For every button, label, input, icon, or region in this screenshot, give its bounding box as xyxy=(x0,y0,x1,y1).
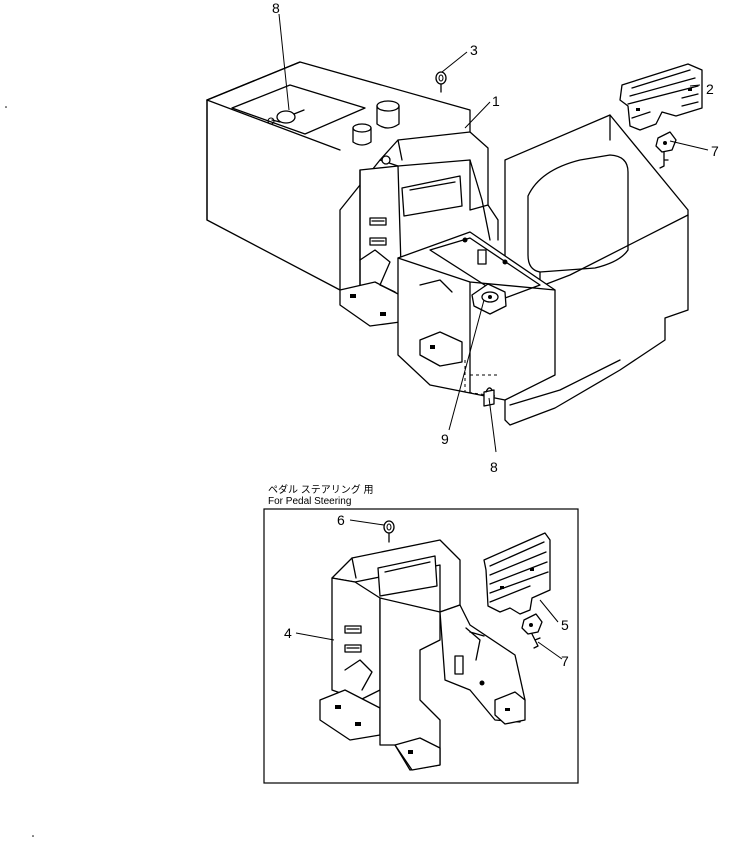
callout-9: 9 xyxy=(441,431,449,447)
callouts-inset: 6 4 5 7 xyxy=(284,512,569,669)
inset-console-tower xyxy=(319,539,526,771)
main-assembly: 8 3 1 2 7 9 8 xyxy=(5,0,719,837)
callout-6: 6 xyxy=(337,512,345,528)
leader-lines-main xyxy=(278,13,709,453)
callout-1: 1 xyxy=(492,93,500,109)
callout-8-bottom: 8 xyxy=(490,459,498,475)
inset-caption-en: For Pedal Steering xyxy=(268,496,351,507)
console-tower xyxy=(339,131,499,327)
callout-4: 4 xyxy=(284,625,292,641)
inset-caption-jp: ペダル ステアリング 用 xyxy=(268,483,374,496)
inset-ring-bolt xyxy=(383,520,395,543)
inset-key xyxy=(521,613,543,649)
inset-frame xyxy=(263,508,579,784)
callout-8-top: 8 xyxy=(272,0,280,16)
callout-3: 3 xyxy=(470,42,478,58)
cover-plate xyxy=(619,63,703,131)
lower-tray xyxy=(397,231,556,407)
leader-lines-inset xyxy=(295,519,563,660)
pedal-steering-inset: ペダル ステアリング 用 For Pedal Steering xyxy=(263,483,579,784)
callout-7-inset: 7 xyxy=(561,653,569,669)
callout-2: 2 xyxy=(706,81,714,97)
callouts-main: 8 3 1 2 7 9 8 xyxy=(272,0,719,475)
callout-5: 5 xyxy=(561,617,569,633)
fuel-tank xyxy=(206,61,471,291)
callout-7-top: 7 xyxy=(711,143,719,159)
ring-bolt xyxy=(435,71,447,93)
key xyxy=(655,131,677,169)
inset-cover-plate xyxy=(483,532,551,615)
